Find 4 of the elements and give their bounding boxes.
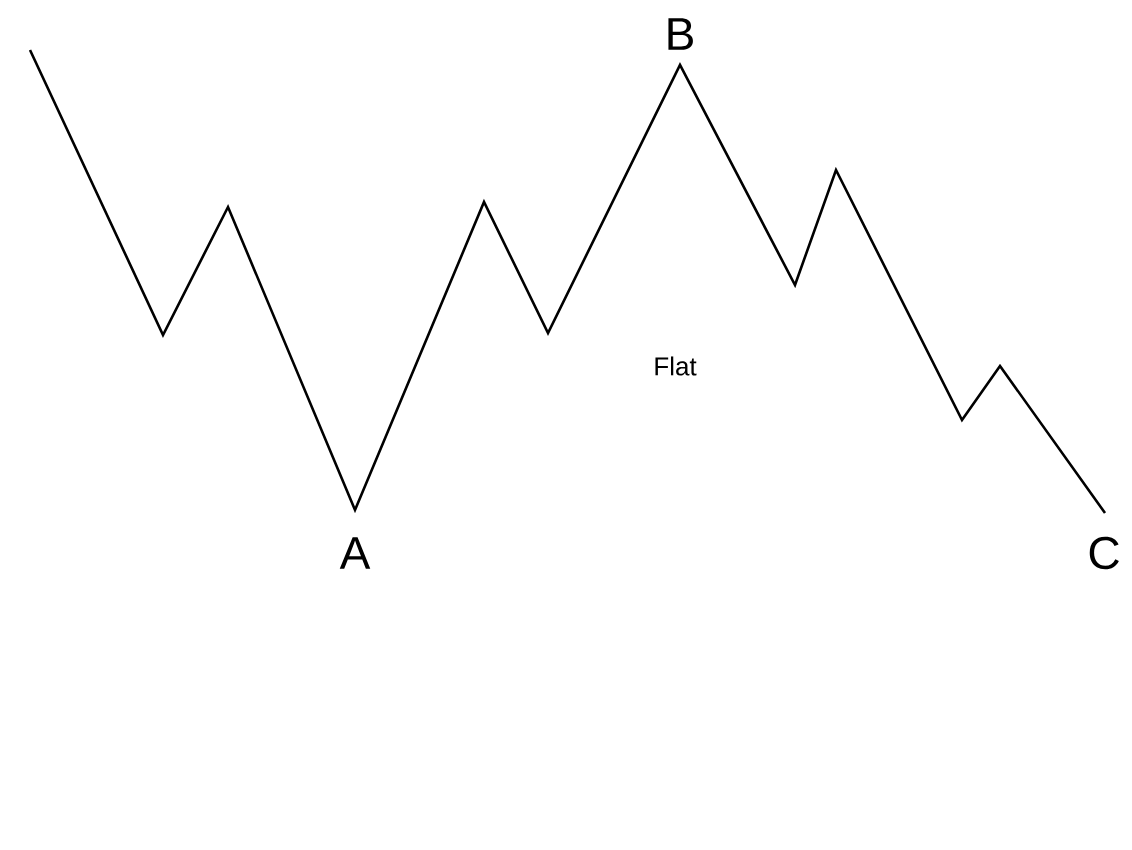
wave-point-label: B (662, 16, 698, 52)
wave-point-label: C (1085, 534, 1123, 572)
wave-point-label: A (337, 535, 373, 571)
pattern-label: Flat (651, 354, 699, 378)
